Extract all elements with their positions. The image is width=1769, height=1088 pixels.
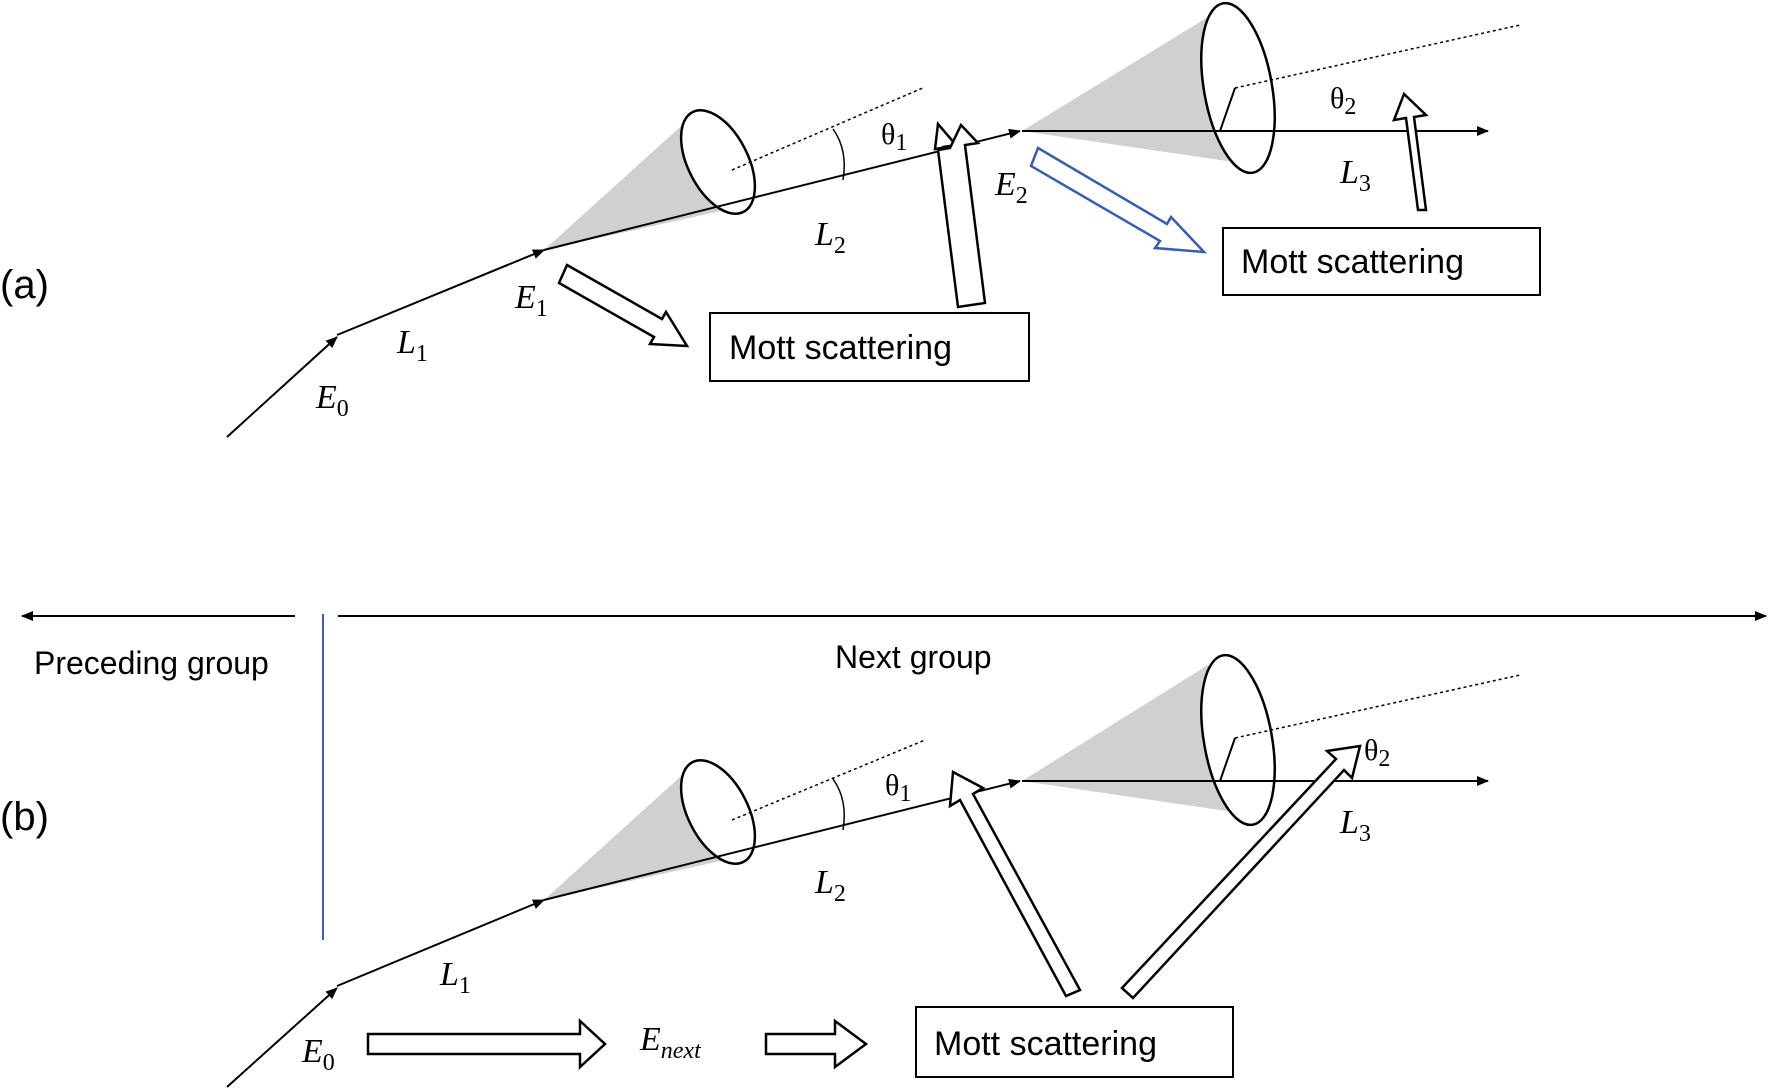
hollow-arrow-b-e0-enext — [366, 1018, 607, 1070]
radius-b-2 — [1219, 737, 1236, 782]
cone-b-1-rim — [679, 759, 757, 865]
hollow-arrow-a-e2 — [1029, 146, 1208, 254]
box-a-mott-2 — [1222, 227, 1541, 296]
box-b-mott-text: Mott scattering — [934, 1025, 1157, 1063]
cone-b-2-rim — [1200, 653, 1276, 827]
label-b-theta1: θ1 — [885, 769, 911, 807]
direction-a-2 — [1234, 24, 1521, 89]
label-b-enext: Enext — [639, 1021, 702, 1064]
panel-b-label: (b) — [0, 795, 49, 839]
label-a-l2: L2 — [814, 216, 846, 259]
cone-b-2 — [1022, 665, 1234, 812]
hollow-arrow-a-e1 — [557, 263, 690, 348]
label-b-e0: E0 — [301, 1033, 335, 1076]
panel-a: (a) Mott scattering Mott scattering — [0, 1, 1541, 438]
label-b-l3: L3 — [1339, 804, 1371, 847]
panel-a-label: (a) — [0, 263, 49, 307]
label-a-l3: L3 — [1339, 154, 1371, 197]
label-b-l1: L1 — [439, 956, 471, 999]
direction-b-2 — [1234, 674, 1521, 739]
hollow-arrow-b-theta1 — [948, 770, 1082, 998]
hollow-arrow-b-theta2 — [1120, 744, 1362, 1000]
group-separator: Preceding group Next group — [21, 611, 1767, 940]
label-a-theta1: θ1 — [881, 118, 907, 156]
box-a-mott-1-text: Mott scattering — [729, 329, 952, 367]
angle-arc-b-1 — [832, 778, 845, 831]
panel-b: (b) Mott scattering E0 Enext L1 L2 L3 θ1… — [0, 653, 1521, 1088]
cone-a-2 — [1022, 17, 1234, 162]
track-a-incoming — [226, 336, 338, 438]
cone-a-1-rim — [679, 109, 757, 215]
preceding-group-label: Preceding group — [34, 645, 269, 681]
label-a-e2: E2 — [994, 166, 1028, 209]
hollow-arrow-a-theta1-body — [936, 122, 987, 309]
box-a-mott-1 — [709, 312, 1030, 382]
direction-a-1 — [731, 86, 926, 171]
radius-a-2 — [1219, 87, 1236, 132]
hollow-arrow-b-enext-box — [764, 1018, 869, 1070]
label-a-l1: L1 — [396, 324, 428, 367]
track-b-l1 — [336, 899, 545, 987]
angle-arc-a-1 — [832, 128, 845, 181]
box-b-mott — [915, 1006, 1234, 1078]
next-group-label: Next group — [835, 639, 992, 675]
track-b-incoming — [226, 987, 338, 1088]
label-b-l2: L2 — [814, 864, 846, 907]
label-a-theta2: θ2 — [1330, 82, 1356, 120]
hollow-arrow-a-theta2 — [1392, 91, 1429, 212]
label-a-e0: E0 — [315, 379, 349, 422]
track-b-l2 — [543, 778, 1021, 901]
box-a-mott-2-text: Mott scattering — [1241, 243, 1464, 281]
label-b-theta2: θ2 — [1364, 734, 1390, 772]
direction-b-1 — [731, 739, 926, 821]
label-a-e1: E1 — [514, 279, 548, 322]
track-a-l1 — [336, 249, 545, 336]
